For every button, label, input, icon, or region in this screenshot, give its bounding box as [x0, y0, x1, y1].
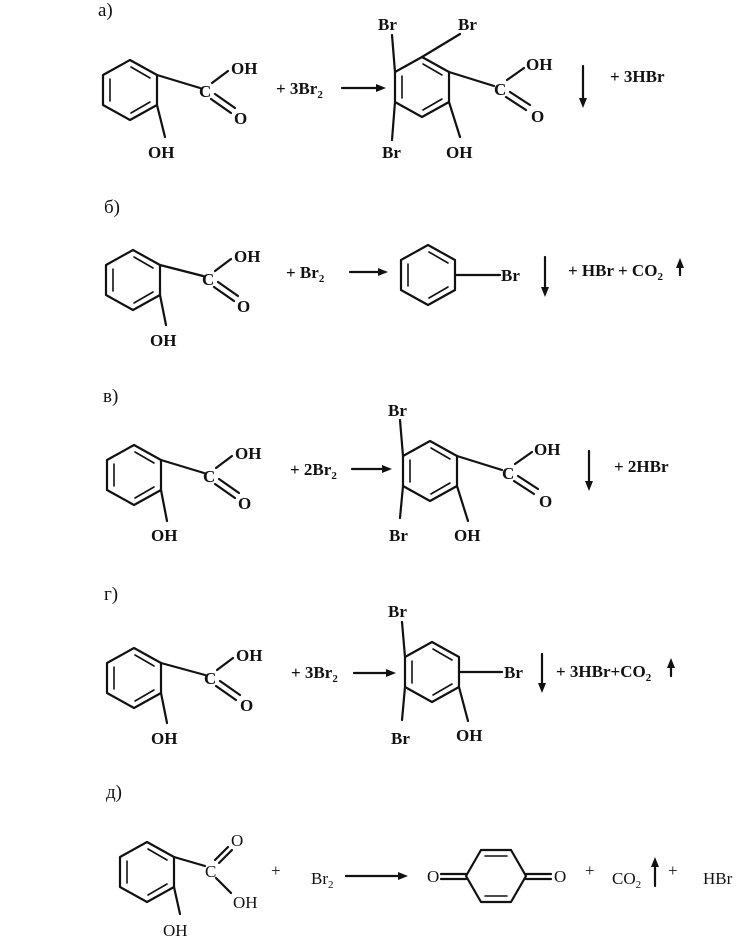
carbonyl-oxygen: O: [237, 297, 250, 316]
salicylic-acid-c: C OH O OH: [105, 443, 261, 545]
carbonyl-oxygen: O: [539, 492, 552, 511]
quinone-ring: [464, 848, 528, 904]
reagent: + Br2: [286, 263, 325, 285]
carboxyl-carbon: C: [205, 862, 216, 881]
substituent-br: Br: [391, 729, 410, 748]
benzene-ring: [399, 243, 457, 307]
quinone-oxygen-left: O: [427, 867, 439, 886]
carbonyl-oxygen: O: [240, 696, 253, 715]
substituent-br: Br: [388, 401, 407, 420]
acid-oh: OH: [534, 440, 560, 459]
acid-oh: OH: [526, 55, 552, 74]
acid-oh: OH: [235, 444, 261, 463]
substituent-br: Br: [501, 266, 520, 285]
benzene-ring: [401, 439, 459, 503]
co2: CO2: [612, 869, 641, 891]
carbonyl-oxygen: O: [234, 109, 247, 128]
carbonyl-oxygen: O: [231, 831, 243, 850]
substituent-br: Br: [389, 526, 408, 545]
plus-sign: +: [585, 861, 595, 880]
byproduct: + 2HBr: [614, 457, 669, 476]
byproduct: + 3HBr: [610, 67, 665, 86]
benzene-ring: [118, 840, 176, 904]
carboxyl-carbon: C: [494, 80, 506, 99]
reaction-e-label: д): [106, 782, 122, 803]
acid-oh: OH: [234, 247, 260, 266]
phenol-oh: OH: [151, 729, 177, 748]
reaction-e: д) C O OH OH + Br2 O: [106, 782, 733, 940]
byproduct: + 3HBr+CO2: [556, 662, 652, 684]
phenol-oh: OH: [151, 526, 177, 545]
reaction-c: в) C OH O OH + 2Br2 Br Br: [103, 386, 669, 545]
hbr: HBr: [703, 869, 733, 888]
substituent-oh: OH: [456, 726, 482, 745]
benzene-ring: [104, 248, 162, 312]
benzene-ring: [101, 58, 159, 122]
product-a: Br Br Br OH C OH O: [378, 15, 552, 162]
reagent: + 3Br2: [291, 663, 338, 685]
phenol-oh: OH: [150, 331, 176, 350]
reaction-d: г) C OH O OH + 3Br2 Br Br: [104, 584, 675, 748]
carboxyl-carbon: C: [204, 669, 216, 688]
plus-sign: +: [271, 861, 281, 880]
benzene-ring: [105, 443, 163, 507]
benzene-ring: [393, 55, 451, 119]
carboxyl-carbon: C: [199, 82, 211, 101]
phenol-oh: OH: [163, 921, 188, 940]
reaction-b: б) C OH O OH + Br2 Br: [104, 197, 684, 350]
salicylic-acid-e: C O OH OH: [118, 831, 258, 940]
acid-oh: OH: [236, 646, 262, 665]
substituent-oh: OH: [454, 526, 480, 545]
substituent-br: Br: [388, 602, 407, 621]
reagent: + 3Br2: [276, 79, 323, 101]
reaction-d-label: г): [104, 584, 118, 605]
reagent: + 2Br2: [290, 460, 337, 482]
plus-sign: +: [668, 861, 678, 880]
salicylic-acid-b: C OH O OH: [104, 247, 260, 350]
benzene-ring: [105, 646, 163, 710]
carbonyl-oxygen: O: [238, 494, 251, 513]
benzene-ring: [403, 640, 461, 704]
product-b: Br: [399, 243, 520, 307]
substituent-br: Br: [378, 15, 397, 34]
product-d: Br Br Br OH: [388, 602, 523, 748]
reaction-a: а) C OH O OH + 3Br2 Br Br: [98, 0, 665, 162]
carboxyl-carbon: C: [502, 464, 514, 483]
substituent-br: Br: [458, 15, 477, 34]
acid-oh: OH: [233, 893, 258, 912]
product-c: Br Br OH C OH O: [388, 401, 560, 545]
quinone-oxygen-right: O: [554, 867, 566, 886]
carboxyl-carbon: C: [203, 467, 215, 486]
acid-oh: OH: [231, 59, 257, 78]
reaction-b-label: б): [104, 197, 120, 218]
substituent-oh: OH: [446, 143, 472, 162]
reagent: Br2: [311, 869, 334, 891]
substituent-br: Br: [382, 143, 401, 162]
salicylic-acid-d: C OH O OH: [105, 646, 262, 748]
carbonyl-oxygen: O: [531, 107, 544, 126]
substituent-br: Br: [504, 663, 523, 682]
quinone-product: O O: [427, 848, 566, 904]
reaction-a-label: а): [98, 0, 113, 21]
reaction-c-label: в): [103, 386, 118, 407]
phenol-oh: OH: [148, 143, 174, 162]
salicylic-acid-a: C OH O OH: [101, 58, 257, 162]
carboxyl-carbon: C: [202, 270, 214, 289]
byproduct: + HBr + CO2: [568, 261, 663, 283]
